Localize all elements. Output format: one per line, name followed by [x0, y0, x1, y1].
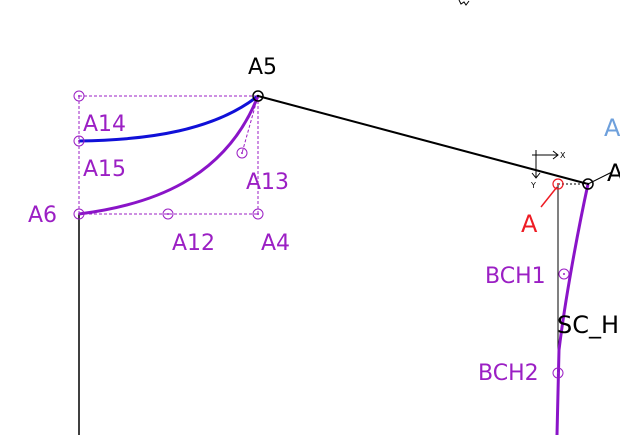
- label-A4: A4: [261, 231, 290, 256]
- shoulder-line: [257, 95, 589, 185]
- point-right-A[interactable]: [582, 178, 594, 190]
- label-A14: A14: [83, 112, 126, 137]
- label-BCH2: BCH2: [478, 361, 539, 386]
- label-cut-right-point: A: [607, 159, 620, 187]
- label-cut-blue: A: [604, 114, 620, 142]
- label-A6: A6: [28, 203, 57, 228]
- armhole-curve-purple[interactable]: [555, 183, 590, 435]
- label-A15: A15: [83, 157, 126, 182]
- point-A4[interactable]: [252, 208, 264, 220]
- point-BCH2[interactable]: [552, 367, 564, 379]
- axis-x-label: X: [560, 151, 566, 160]
- hand-cursor-icon: [458, 0, 470, 6]
- point-A5[interactable]: [252, 90, 264, 102]
- point-A14-top[interactable]: [73, 90, 85, 102]
- axis-gizmo: [531, 150, 559, 179]
- point-A15[interactable]: [73, 135, 85, 147]
- selected-point-leader: [540, 186, 558, 208]
- label-BCH1: BCH1: [485, 264, 546, 289]
- label-A13: A13: [246, 170, 289, 195]
- point-A13[interactable]: [236, 147, 248, 159]
- point-A12[interactable]: [162, 208, 174, 220]
- label-seam: SC_H: [557, 311, 619, 339]
- point-A[interactable]: [552, 178, 564, 190]
- label-A: A: [521, 210, 538, 238]
- label-A12: A12: [172, 231, 215, 256]
- pattern-outline[interactable]: [78, 95, 589, 435]
- label-A5: A5: [248, 55, 277, 80]
- neck-curve-purple[interactable]: [78, 95, 260, 216]
- pattern-points[interactable]: [73, 90, 594, 379]
- point-BCH1[interactable]: [558, 268, 570, 280]
- neck-curve-blue[interactable]: [78, 94, 259, 143]
- point-A6[interactable]: [73, 208, 85, 220]
- axis-y-label: Y: [530, 181, 536, 190]
